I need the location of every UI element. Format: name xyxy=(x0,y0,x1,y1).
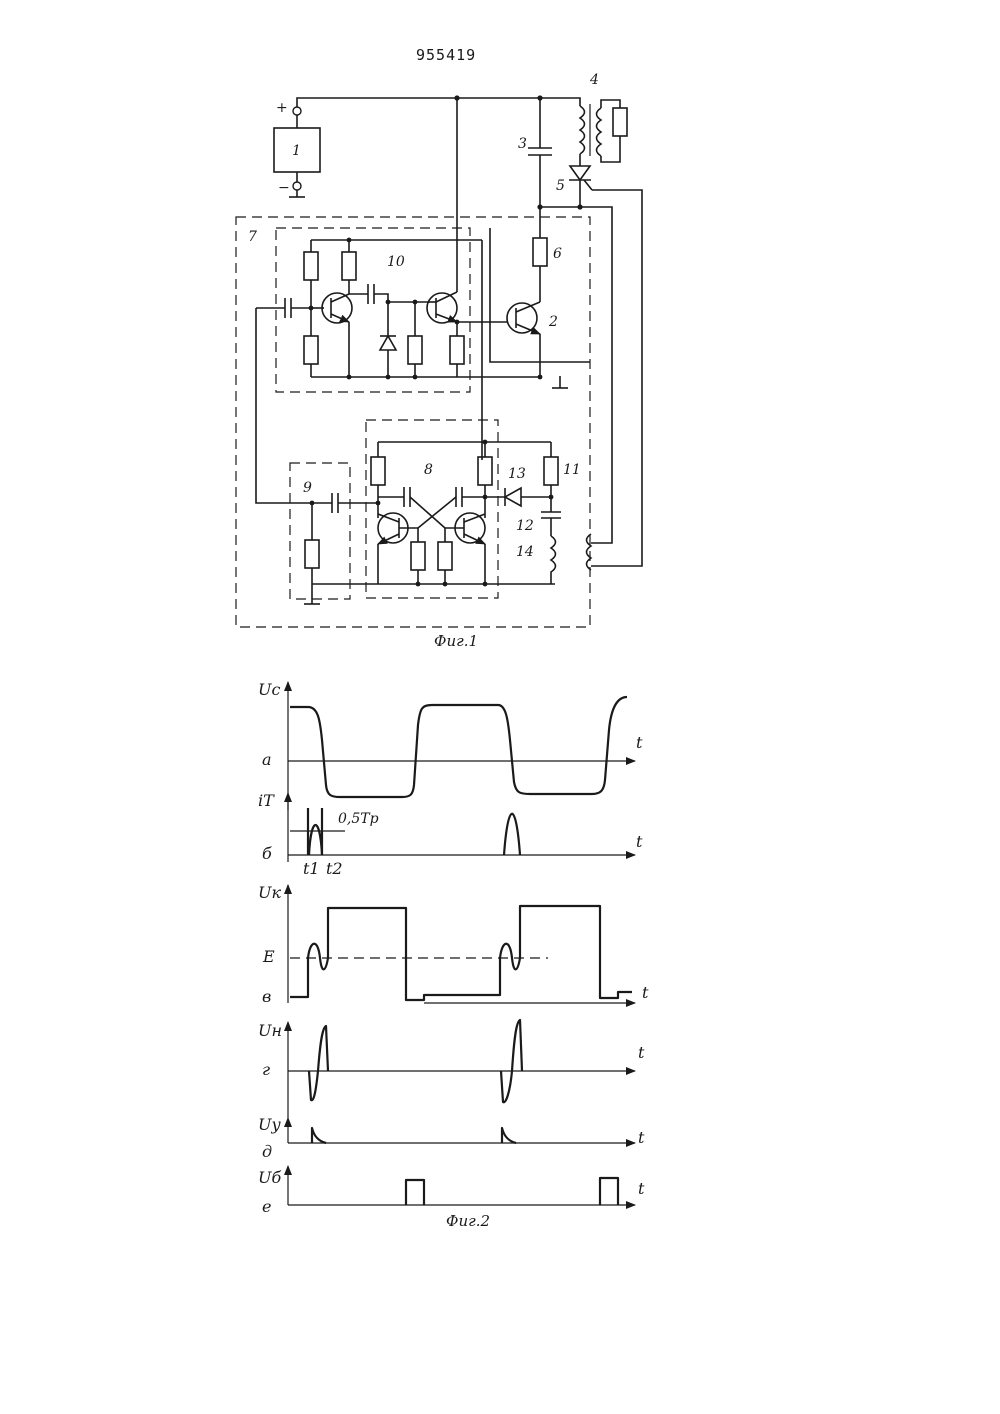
multivibrator-8-frame xyxy=(366,420,498,598)
transistor-2: 2 xyxy=(507,302,558,376)
panel-d-letter: г xyxy=(262,1060,270,1079)
capacitor-3-label: 3 xyxy=(518,136,527,152)
load-voltage-pulse-1 xyxy=(309,1026,328,1100)
differentiator-label: 9 xyxy=(303,480,312,496)
timing-panel-a: Uc а t xyxy=(258,680,643,810)
panel-a-ylabel: Uc xyxy=(258,680,280,699)
supply-rail xyxy=(297,98,580,107)
capacitor-12-label: 12 xyxy=(516,518,534,534)
half-period-annotation: 0,5Tp xyxy=(338,811,379,827)
timing-panel-d: Uн г t xyxy=(258,1020,645,1118)
blocking-pulse-1 xyxy=(406,1180,424,1205)
thyristor-5: 5 xyxy=(556,154,592,207)
thyristor-label: 5 xyxy=(556,178,565,194)
plus-terminal-label: + xyxy=(276,100,288,116)
timing-panel-c: Uк E в t xyxy=(258,883,649,1006)
panel-e-time-label: t xyxy=(638,1128,645,1147)
figure-2-caption: Фиг.2 xyxy=(446,1212,490,1230)
panel-d-ylabel: Uн xyxy=(258,1021,282,1040)
thyristor-current-pulse-1 xyxy=(309,825,322,855)
panel-c-time-label: t xyxy=(642,983,649,1002)
patent-number: 955419 xyxy=(416,46,476,64)
blocking-pulse-2 xyxy=(600,1178,618,1205)
transformer-load: 4 xyxy=(580,72,627,162)
diode-13-label: 13 xyxy=(508,466,526,482)
panel-a-letter: а xyxy=(262,750,272,769)
panel-e-ylabel: Uу xyxy=(258,1115,281,1134)
resistor-11-label: 11 xyxy=(563,462,581,478)
control-voltage-spike-2 xyxy=(502,1128,516,1143)
figure-1-caption: Фиг.1 xyxy=(434,632,478,650)
collector-voltage-waveform xyxy=(290,906,632,1000)
figure-1-circuit: + 1 − 4 xyxy=(236,72,642,650)
tick-t1: t1 xyxy=(303,859,320,878)
transformer-label: 4 xyxy=(589,72,599,88)
panel-a-time-label: t xyxy=(636,733,643,752)
differentiator-9-frame xyxy=(290,463,350,599)
differentiator-9-internals xyxy=(256,308,378,604)
load-voltage-pulse-2 xyxy=(501,1020,522,1102)
minus-terminal-label: − xyxy=(278,180,290,196)
panel-c-ylabel: Uк xyxy=(258,883,281,902)
power-source-block: + 1 − xyxy=(274,100,320,197)
panel-d-time-label: t xyxy=(638,1043,645,1062)
thyristor-current-pulse-2 xyxy=(504,814,520,855)
control-unit-label: 7 xyxy=(248,229,257,245)
multivibrator-8-internals xyxy=(312,440,555,587)
timing-panel-f: Uб е t xyxy=(258,1166,645,1216)
trigger-network: 13 11 12 14 xyxy=(485,442,591,584)
panel-b-time-label: t xyxy=(636,832,643,851)
capacitor-voltage-waveform xyxy=(290,697,627,797)
timing-panel-b: iT б t 0,5Tp t1 t2 xyxy=(258,791,643,878)
panel-b-letter: б xyxy=(262,844,272,863)
panel-f-letter: е xyxy=(262,1197,271,1216)
panel-c-level-label: E xyxy=(262,947,275,966)
panel-b-ylabel: iT xyxy=(258,791,275,810)
resistor-6-label: 6 xyxy=(553,246,562,262)
multivibrator-label: 8 xyxy=(424,462,433,478)
tick-t2: t2 xyxy=(326,859,343,878)
transistor-2-label: 2 xyxy=(548,314,558,330)
pulse-shaper-label: 10 xyxy=(387,254,405,270)
control-voltage-spike-1 xyxy=(312,1128,326,1143)
winding-14-label: 14 xyxy=(516,544,534,560)
resistor-6: 6 xyxy=(533,207,562,302)
timing-panel-e: Uу д t xyxy=(258,1115,645,1161)
capacitor-3: 3 xyxy=(518,98,552,207)
panel-c-letter: в xyxy=(262,987,271,1006)
panel-e-letter: д xyxy=(262,1142,272,1161)
control-unit-7-frame xyxy=(236,217,590,627)
panel-f-time-label: t xyxy=(638,1179,645,1198)
panel-f-ylabel: Uб xyxy=(258,1168,281,1187)
figure-2-timing: Uc а t iT б t 0,5Tp t1 t2 Uк E в xyxy=(258,680,649,1230)
power-source-label: 1 xyxy=(292,143,301,159)
